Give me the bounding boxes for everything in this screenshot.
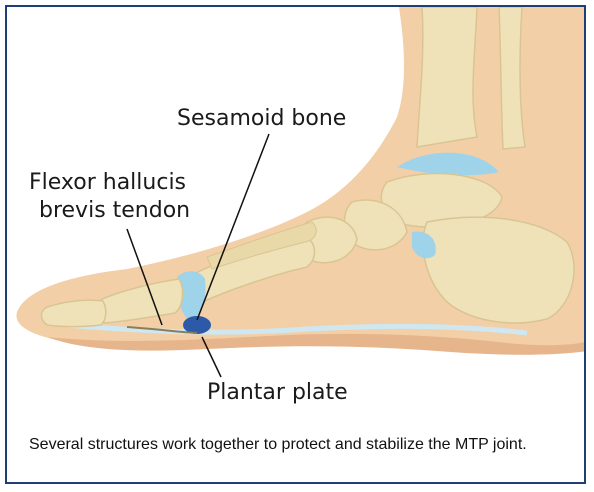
flexor-label-line1: Flexor hallucis: [29, 170, 186, 195]
figure-caption: Several structures work together to prot…: [29, 435, 569, 455]
flexor-label-line2: brevis tendon: [39, 198, 190, 223]
sesamoid-label: Sesamoid bone: [177, 106, 346, 131]
plantar-label: Plantar plate: [207, 380, 348, 405]
foot-illustration: Sesamoid bone Flexor hallucis brevis ten…: [7, 7, 586, 427]
tibia-bone: [417, 7, 477, 147]
figure-frame: Sesamoid bone Flexor hallucis brevis ten…: [5, 5, 586, 484]
